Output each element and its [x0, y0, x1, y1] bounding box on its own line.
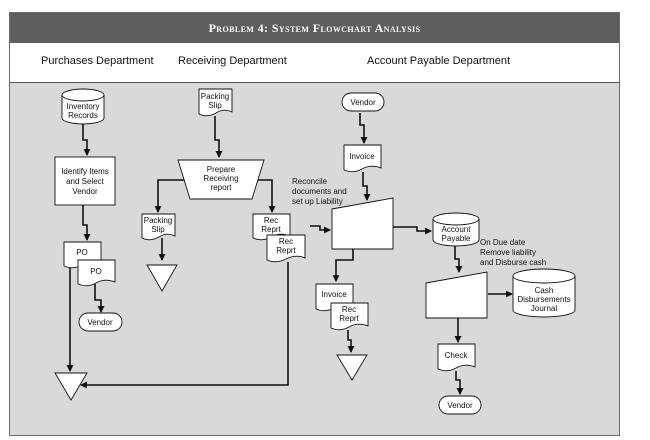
receiving-report-copy-label-2: Reprt — [276, 246, 296, 255]
flow-line — [310, 225, 331, 234]
identify-items-label-1: Identify Items — [61, 167, 109, 176]
receiving-report-filed-label-1: Rec — [342, 305, 356, 314]
packing-slip-output-document: Packing Slip — [141, 213, 176, 241]
reconcile-annotation-line-1: Reconcile — [292, 177, 328, 186]
flow-line — [154, 179, 190, 213]
receiving-report-copy-label-1: Rec — [279, 237, 293, 246]
vendor-label-final: Vendor — [447, 401, 473, 410]
prepare-receiving-report-label-2: Receiving — [203, 174, 238, 183]
flow-line — [455, 371, 464, 395]
flow-line — [82, 205, 91, 241]
check-document: Check — [437, 343, 476, 372]
identify-items-process: Identify Items and Select Vendor — [54, 156, 116, 206]
flow-line — [359, 113, 368, 144]
department-header: Purchases Department Receiving Departmen… — [10, 43, 619, 83]
receiving-report-label-1: Rec — [264, 216, 278, 225]
flow-line — [94, 284, 105, 313]
flowchart-frame: Problem 4: System Flowchart Analysis Pur… — [9, 12, 620, 436]
flow-line — [80, 262, 289, 389]
receiving-report-copy-document: Rec Reprt — [266, 234, 306, 263]
reconcile-annotation: Reconcile documents and set up Liability — [292, 177, 347, 206]
offpage-connector-receiving — [146, 264, 178, 292]
check-label: Check — [445, 351, 469, 360]
receiving-report-filed-document: Rec Reprt — [330, 302, 369, 331]
accounts-payable-department-label: Account Payable Department — [367, 55, 511, 67]
flow-line — [454, 244, 463, 273]
page-title: Problem 4: System Flowchart Analysis — [208, 20, 421, 35]
title-bar: Problem 4: System Flowchart Analysis — [10, 13, 619, 43]
packing-slip-output-label-2: Slip — [151, 225, 165, 234]
invoice-input-document: Invoice — [343, 144, 382, 173]
purchase-order-copy-document: PO — [77, 259, 116, 287]
receiving-report-label-2: Reprt — [261, 225, 281, 234]
packing-slip-input-document: Packing Slip — [198, 88, 233, 117]
cash-disbursements-journal-storage: Cash Disbursements Journal — [512, 268, 576, 318]
vendor-terminal-purchases: Vendor — [78, 312, 123, 332]
purchase-order-copy-label: PO — [90, 267, 102, 276]
reconcile-annotation-line-3: set up Liability — [292, 197, 343, 206]
flow-line — [393, 226, 432, 235]
cash-disbursements-label-1: Cash — [535, 286, 554, 295]
vendor-terminal-ap-input: Vendor — [341, 92, 385, 112]
packing-slip-output-label-1: Packing — [144, 216, 172, 225]
flow-line — [214, 116, 223, 158]
inventory-records-storage: Inventory Records — [61, 88, 105, 125]
vendor-label-purchases: Vendor — [87, 318, 113, 327]
reconcile-annotation-line-2: documents and — [292, 187, 347, 196]
due-date-annotation-line-2: Remove liability — [480, 248, 536, 257]
receiving-department-label: Receiving Department — [178, 55, 287, 67]
inventory-records-label-1: Inventory — [67, 102, 100, 111]
cash-disbursements-label-3: Journal — [531, 304, 557, 313]
purchases-department-label: Purchases Department — [41, 55, 154, 67]
receiving-report-filed-label-2: Reprt — [339, 314, 359, 323]
identify-items-label-2: and Select — [66, 177, 105, 186]
inventory-records-label-2: Records — [68, 111, 98, 120]
account-payable-label-2: Payable — [442, 234, 471, 243]
account-payable-label-1: Account — [442, 225, 472, 234]
prepare-receiving-report-manual-operation: Prepare Receiving report — [177, 159, 265, 200]
due-date-annotation-line-3: and Disburse cash — [480, 258, 546, 267]
cash-disbursements-label-2: Disbursements — [517, 295, 570, 304]
offpage-connector-purchases — [54, 372, 88, 401]
purchase-order-label: PO — [76, 248, 88, 257]
vendor-terminal-final: Vendor — [438, 395, 482, 415]
reconcile-manual-input — [331, 197, 394, 250]
due-date-annotation-line-1: On Due date — [480, 238, 526, 247]
flow-line — [362, 172, 371, 201]
flow-line — [82, 124, 91, 156]
invoice-input-label: Invoice — [349, 152, 375, 161]
flow-line — [347, 330, 355, 353]
vendor-label-ap-input: Vendor — [350, 98, 376, 107]
flow-line — [254, 179, 276, 213]
offpage-connector-ap — [336, 354, 368, 381]
invoice-filed-label: Invoice — [321, 290, 347, 299]
due-date-annotation: On Due date Remove liability and Disburs… — [480, 238, 546, 267]
flow-line — [332, 249, 354, 282]
disburse-cash-manual-input — [425, 271, 488, 319]
prepare-receiving-report-label-3: report — [211, 183, 233, 192]
prepare-receiving-report-label-1: Prepare — [207, 165, 236, 174]
packing-slip-input-label-1: Packing — [201, 92, 229, 101]
packing-slip-input-label-2: Slip — [208, 101, 222, 110]
identify-items-label-3: Vendor — [72, 187, 98, 196]
account-payable-storage: Account Payable — [432, 212, 480, 247]
